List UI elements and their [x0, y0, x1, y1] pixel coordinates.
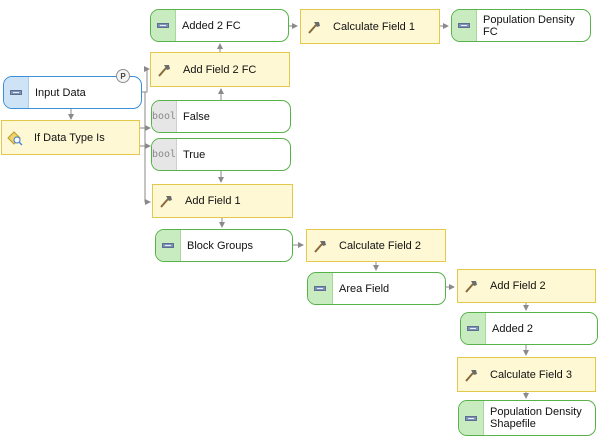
population-density-fc-node[interactable]: Population Density FC [451, 9, 591, 42]
area-field-label: Area Field [339, 282, 390, 295]
hammer-icon [153, 185, 179, 217]
if-data-type-label: If Data Type Is [34, 131, 105, 144]
dataset-icon [308, 273, 333, 304]
hammer-icon [307, 230, 333, 261]
area-field-node[interactable]: Area Field [307, 272, 446, 305]
dataset-icon [156, 230, 181, 261]
population-density-shapefile-node[interactable]: Population Density Shapefile [458, 400, 596, 436]
dataset-icon [459, 401, 484, 435]
calculate-field-2-node[interactable]: Calculate Field 2 [306, 229, 446, 262]
input-data-node[interactable]: Input Data [3, 76, 142, 109]
block-groups-label: Block Groups [187, 239, 254, 252]
connector-input-to-addfield1 [142, 91, 151, 205]
add-field-1-node[interactable]: Add Field 1 [152, 184, 293, 218]
added-2-fc-node[interactable]: Added 2 FC [150, 9, 289, 42]
dataset-icon [151, 10, 176, 41]
add-field-2-node[interactable]: Add Field 2 [457, 269, 596, 303]
hammer-icon [458, 270, 484, 302]
calculate-field-3-node[interactable]: Calculate Field 3 [457, 357, 596, 392]
true-variable-label: True [183, 148, 206, 161]
false-variable-node[interactable]: bool False [151, 100, 291, 133]
hammer-icon [458, 358, 484, 391]
add-field-2-fc-label: Add Field 2 FC [183, 63, 257, 76]
if-condition-icon [2, 121, 28, 154]
add-field-1-label: Add Field 1 [185, 195, 241, 207]
if-data-type-node[interactable]: If Data Type Is [1, 120, 140, 155]
calculate-field-2-label: Calculate Field 2 [339, 239, 421, 252]
parameter-badge[interactable]: P [116, 69, 130, 83]
true-variable-node[interactable]: bool True [151, 138, 291, 171]
population-density-fc-label: Population Density FC [483, 13, 575, 38]
added-2-fc-label: Added 2 FC [182, 19, 241, 32]
hammer-icon [151, 53, 177, 86]
input-data-label: Input Data [35, 86, 86, 99]
dataset-icon [461, 313, 486, 344]
dataset-icon [4, 77, 29, 108]
bool-icon: bool [152, 139, 177, 170]
population-density-shapefile-label: Population Density Shapefile [490, 406, 582, 430]
add-field-2-label: Add Field 2 [490, 280, 546, 292]
hammer-icon [301, 10, 327, 43]
added-2-label: Added 2 [492, 322, 533, 335]
bool-icon: bool [152, 101, 177, 132]
dataset-icon [452, 10, 477, 41]
added-2-node[interactable]: Added 2 [460, 312, 598, 345]
false-variable-label: False [183, 110, 210, 123]
connector-input-to-addfield2fc [142, 66, 150, 93]
calculate-field-1-label: Calculate Field 1 [333, 20, 415, 33]
calculate-field-3-label: Calculate Field 3 [490, 368, 572, 381]
block-groups-node[interactable]: Block Groups [155, 229, 293, 262]
calculate-field-1-node[interactable]: Calculate Field 1 [300, 9, 440, 44]
add-field-2-fc-node[interactable]: Add Field 2 FC [150, 52, 290, 87]
